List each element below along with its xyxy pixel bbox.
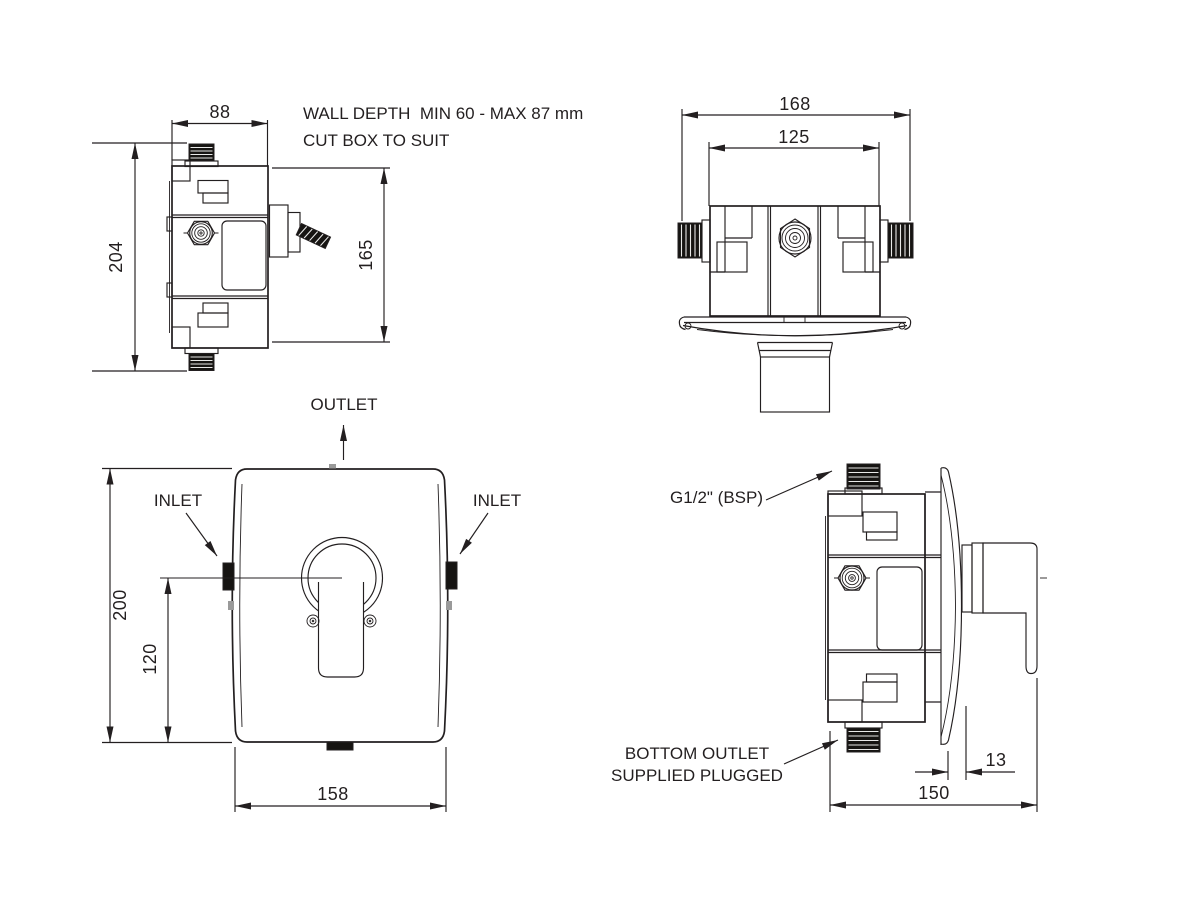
left-thread-ridges [680,224,701,257]
dim-158-ext-lines [234,747,447,812]
dim-13-ext-lines [947,706,967,780]
dim-200-label: 200 [110,589,130,621]
handle-side-view [961,542,1047,675]
inlet-left-arrow [185,512,218,557]
box-port-top-a [197,179,229,194]
wall-plate-profile [940,467,963,745]
dim-158-label: 158 [317,784,349,804]
note-wall-depth: WALL DEPTH MIN 60 - MAX 87 mm [303,104,583,123]
dim-88-label: 88 [209,102,230,122]
faceplate-outline [231,468,449,743]
top-view-section-lines [767,206,822,316]
top-view-right-port [842,241,874,273]
screw-right-icon [363,614,377,628]
box-top-step [171,159,191,182]
trim-bottom-step [827,699,863,723]
top-view-right-bracket [837,206,880,273]
trim-side-panel [876,566,923,651]
box-left-tab-upper [166,216,173,232]
dim-204-label: 204 [106,241,126,273]
plate-right-tick [446,601,452,610]
note-cut-box: CUT BOX TO SUIT [303,131,449,150]
view-box-side: 88 204 165 WALL DEPTH MIN 60 - MAX 87 mm… [92,102,583,372]
screw-left-icon [306,614,320,628]
box-body-outline [171,165,269,349]
bottom-outlet-note-line1: BOTTOM OUTLET [625,744,769,763]
trim-port-top-b [865,531,898,541]
trim-port-bottom-b [862,681,898,703]
dim-168-ext-lines [681,109,911,221]
top-fitting-nut [184,160,219,168]
right-thread-ridges [890,224,911,257]
dim-165-label: 165 [356,239,376,271]
dim-168-label: 168 [779,94,811,114]
trim-top-thread-ridges [848,467,879,487]
faceplate-inner-edges [239,483,441,728]
box-port-bottom-a [202,302,229,314]
dim-13-label: 13 [985,750,1006,770]
dim-150-ext-lines [829,678,1038,812]
box-section-lines [172,214,268,300]
view-trim-front: OUTLET INLET INLET 200 120 158 [102,395,521,812]
inlet-right-label: INLET [473,491,521,510]
trim-section-lines [828,554,941,654]
trim-bottom-fitting-nut [844,721,883,729]
top-view-left-port [716,241,748,273]
spindle [268,204,332,258]
dim-165-ext-lines [272,167,390,343]
thread-size-arrow [765,470,833,501]
inlet-left-label: INLET [154,491,202,510]
bottom-thread-ridges [190,356,213,369]
trim-wall-box-lines [924,491,941,722]
box-port-top-b [202,192,229,204]
bottom-outlet-arrow [783,739,839,765]
center-hex-bolt-icon [778,218,812,258]
inlet-stub-left [222,562,235,591]
trim-port-bottom-a [865,673,898,683]
handle-top-view [756,341,834,413]
flange-plate [678,316,912,337]
outlet-label: OUTLET [310,395,377,414]
left-fitting-nut [701,219,711,263]
bottom-thread-fitting [188,353,215,371]
keyhole-opening [300,536,384,678]
bottom-outlet-note-line2: SUPPLIED PLUGGED [611,766,783,785]
view-box-top: 168 125 [677,94,914,413]
box-left-tab-lower [166,282,173,298]
box-port-bottom-b [197,312,229,328]
inlet-stub-right [445,561,458,590]
bottom-outlet-tab [326,741,354,751]
dim-200-ext-lines [102,467,232,744]
trim-port-top-a [862,511,898,533]
trim-top-fitting-nut [844,487,883,495]
view-trim-side: G1/2" (BSP) BOTTOM OUTLET SUPPLIED PLUGG… [611,463,1047,812]
top-thread-ridges [190,146,213,159]
plate-left-tick [228,601,234,610]
dim-120-label: 120 [140,643,160,675]
inlet-right-arrow [459,512,489,555]
plate-top-tick [329,464,336,469]
trim-hex-bolt-icon [834,565,870,591]
trim-bottom-thread-ridges [848,730,879,751]
dim-125-ext-lines [708,142,880,206]
dim-204-ext-lines [92,142,187,372]
box-bottom-step [171,326,191,349]
box-side-panel [221,220,267,291]
dim-150-label: 150 [918,783,950,803]
hex-bolt-icon [183,220,219,246]
dim-125-label: 125 [778,127,810,147]
top-view-left-bracket [710,206,753,273]
thread-size-label: G1/2" (BSP) [670,488,763,507]
right-fitting-nut [879,219,889,263]
